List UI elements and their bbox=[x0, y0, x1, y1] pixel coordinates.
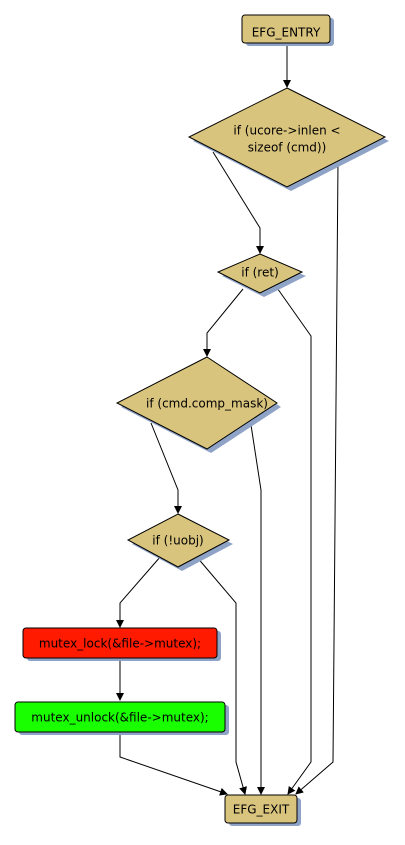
exit-node: EFG_EXIT bbox=[224, 794, 301, 826]
edges bbox=[116, 46, 339, 796]
edge-cond3-to-cond4 bbox=[150, 422, 182, 514]
condition-uobj-label: if (!uobj) bbox=[152, 534, 203, 548]
condition-inlen-node: if (ucore->inlen < sizeof (cmd)) bbox=[187, 87, 389, 191]
condition-ret-node: if (ret) bbox=[216, 253, 306, 297]
nodes: EFG_ENTRY if (ucore->inlen < sizeof (cmd… bbox=[14, 14, 389, 826]
condition-inlen-label-line1: if (ucore->inlen < bbox=[233, 124, 340, 138]
mutex-lock-node: mutex_lock(&file->mutex); bbox=[22, 627, 221, 661]
exit-label: EFG_EXIT bbox=[233, 803, 290, 817]
condition-uobj-node: if (!uobj) bbox=[126, 513, 233, 571]
edge-cond4-to-lock bbox=[116, 555, 162, 628]
edge-cond1-to-cond2 bbox=[212, 151, 264, 254]
edge-cond4-to-exit bbox=[195, 555, 247, 795]
edge-cond2-to-exit bbox=[274, 284, 312, 795]
edge-cond3-to-exit bbox=[250, 424, 265, 795]
entry-node: EFG_ENTRY bbox=[241, 14, 334, 46]
condition-inlen-label-line2: sizeof (cmd)) bbox=[248, 141, 327, 155]
condition-comp-mask-node: if (cmd.comp_mask) bbox=[115, 356, 281, 453]
edge-unlock-to-exit bbox=[119, 733, 228, 796]
condition-ret-label: if (ret) bbox=[241, 266, 279, 280]
mutex-unlock-label: mutex_unlock(&file->mutex); bbox=[31, 711, 208, 725]
mutex-lock-label: mutex_lock(&file->mutex); bbox=[39, 637, 201, 651]
edge-cond2-to-cond3 bbox=[203, 288, 244, 357]
edge-cond1-to-exit bbox=[295, 161, 339, 795]
mutex-unlock-node: mutex_unlock(&file->mutex); bbox=[14, 701, 229, 735]
condition-comp-mask-label: if (cmd.comp_mask) bbox=[146, 397, 268, 411]
entry-label: EFG_ENTRY bbox=[252, 26, 321, 40]
